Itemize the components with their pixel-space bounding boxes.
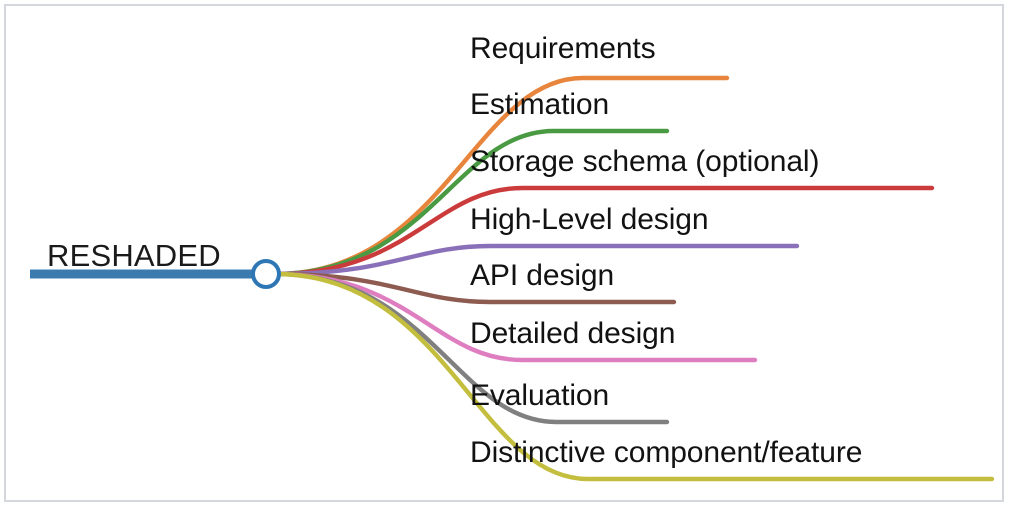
branch-label-2[interactable]: Estimation xyxy=(470,88,610,121)
branch-label-7[interactable]: Evaluation xyxy=(470,379,610,412)
branch-label-8[interactable]: Distinctive component/feature xyxy=(470,436,863,469)
root-label: RESHADED xyxy=(47,238,221,273)
branch-label-3[interactable]: Storage schema (optional) xyxy=(470,145,820,178)
canvas-border xyxy=(4,4,1004,502)
branch-label-1[interactable]: Requirements xyxy=(470,32,656,65)
branch-label-5[interactable]: API design xyxy=(470,259,615,292)
branch-label-6[interactable]: Detailed design xyxy=(470,317,676,350)
branch-label-4[interactable]: High-Level design xyxy=(470,203,709,236)
branch-line-4[interactable] xyxy=(272,243,800,277)
branch-line-8[interactable] xyxy=(272,271,995,482)
branch-line-3[interactable] xyxy=(272,185,935,277)
root-hub-node[interactable] xyxy=(251,259,281,289)
